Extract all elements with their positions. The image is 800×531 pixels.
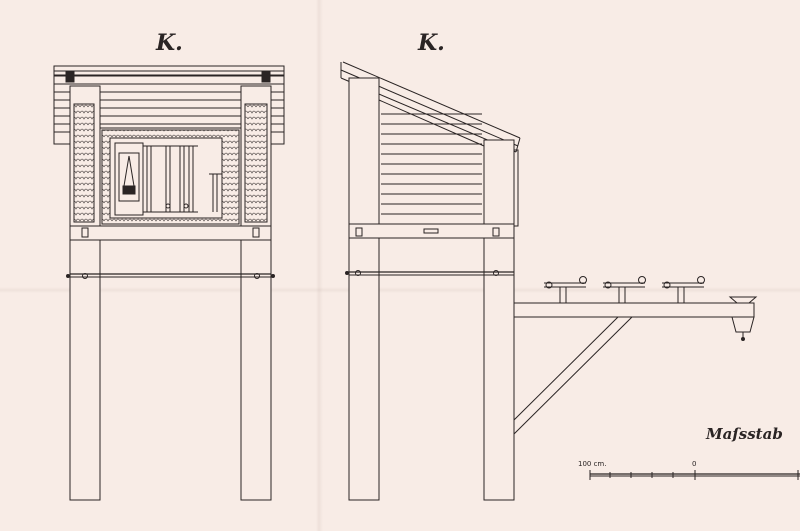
side-left-post (348, 77, 380, 501)
scale-bar (589, 470, 800, 480)
side-right-post (483, 139, 515, 501)
front-view (53, 65, 285, 501)
front-right-louvre (244, 103, 268, 223)
outrigger-arm (513, 276, 758, 435)
scale-title: Maſsstab (706, 425, 783, 443)
instrument-rods (143, 145, 198, 213)
front-left-louvre (73, 103, 95, 223)
side-cross-beam (348, 223, 515, 239)
front-cross-beam (69, 225, 272, 241)
side-view (340, 61, 521, 501)
outrigger-beam (513, 302, 755, 318)
side-panel (378, 99, 485, 225)
side-view-label: K. (418, 30, 445, 56)
scale-left-label: 100 cm. (578, 460, 607, 468)
outrigger-instrument-2 (603, 276, 646, 303)
thermometer-housing (114, 142, 144, 216)
outrigger-instrument-1 (544, 276, 587, 303)
side-siding (381, 113, 482, 215)
front-view-label: K. (156, 30, 183, 56)
rain-gauge (728, 296, 758, 341)
outrigger-instrument-3 (662, 276, 705, 303)
scale-zero-label: 0 (692, 460, 697, 468)
